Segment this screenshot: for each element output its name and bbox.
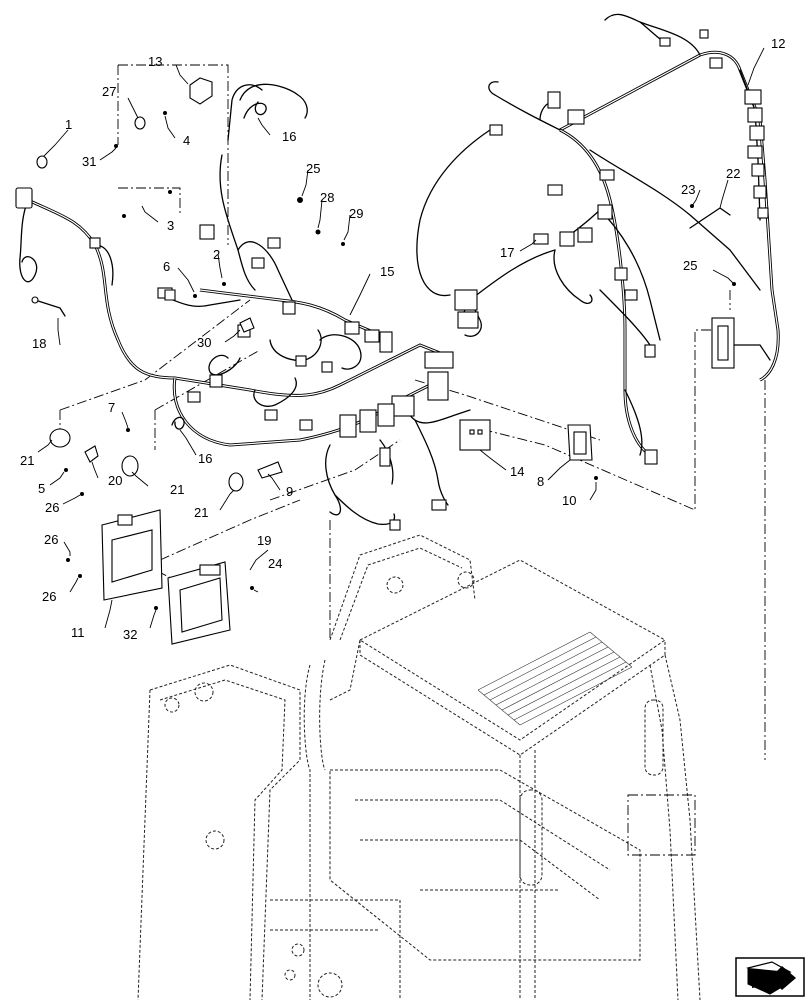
callout-26-c: 26 bbox=[42, 589, 56, 604]
callout-4: 4 bbox=[183, 133, 190, 148]
callout-10: 10 bbox=[562, 493, 576, 508]
front-direction-arrow-icon bbox=[735, 957, 805, 997]
callout-27: 27 bbox=[102, 84, 116, 99]
callout-20: 20 bbox=[108, 473, 122, 488]
callout-29: 29 bbox=[349, 206, 363, 221]
callout-23: 23 bbox=[681, 182, 695, 197]
small-parts bbox=[31, 77, 736, 645]
callout-26-a: 26 bbox=[45, 500, 59, 515]
callout-9: 9 bbox=[286, 484, 293, 499]
callout-26-b: 26 bbox=[44, 532, 58, 547]
callout-30: 30 bbox=[197, 335, 211, 350]
callout-5: 5 bbox=[38, 481, 45, 496]
callout-12: 12 bbox=[771, 36, 785, 51]
main-harness-left[interactable] bbox=[15, 83, 471, 531]
callout-21-mid: 21 bbox=[170, 482, 184, 497]
callout-8: 8 bbox=[537, 474, 544, 489]
callout-16-lower: 16 bbox=[198, 451, 212, 466]
leader-lines bbox=[37, 47, 765, 629]
callout-16-top: 16 bbox=[282, 129, 296, 144]
callout-22: 22 bbox=[726, 166, 740, 181]
cab-frame bbox=[137, 534, 701, 1000]
callout-18: 18 bbox=[32, 336, 46, 351]
relay-part bbox=[189, 77, 213, 105]
callout-14: 14 bbox=[510, 464, 524, 479]
callout-1: 1 bbox=[65, 117, 72, 132]
callout-6: 6 bbox=[163, 259, 170, 274]
main-harness-right[interactable] bbox=[416, 13, 780, 465]
callout-25-left: 25 bbox=[306, 161, 320, 176]
callout-25-right: 25 bbox=[683, 258, 697, 273]
callout-7: 7 bbox=[108, 400, 115, 415]
callout-3: 3 bbox=[167, 218, 174, 233]
callout-28: 28 bbox=[320, 190, 334, 205]
callout-21-left: 21 bbox=[20, 453, 34, 468]
callout-13: 13 bbox=[148, 54, 162, 69]
reference-lines bbox=[59, 64, 766, 760]
callout-17: 17 bbox=[500, 245, 514, 260]
callout-21-lower: 21 bbox=[194, 505, 208, 520]
callout-2: 2 bbox=[213, 247, 220, 262]
callout-11: 11 bbox=[71, 625, 85, 640]
callout-labels: 1 2 3 4 5 6 7 8 9 10 11 12 13 14 15 16 1… bbox=[20, 36, 785, 642]
callout-19: 19 bbox=[257, 533, 271, 548]
callout-24: 24 bbox=[268, 556, 282, 571]
callout-31: 31 bbox=[82, 154, 96, 169]
callout-32: 32 bbox=[123, 627, 137, 642]
callout-15: 15 bbox=[380, 264, 394, 279]
